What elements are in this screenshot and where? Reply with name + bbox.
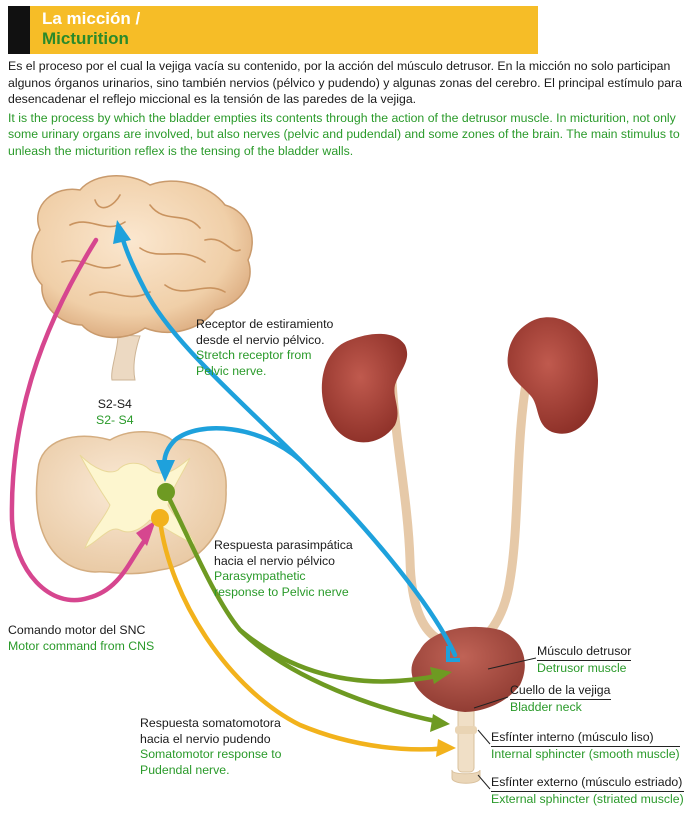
- somatomotor-pathway: [157, 517, 451, 752]
- leader-neck: [473, 696, 509, 709]
- stretch-pathway-to-brain: [119, 233, 303, 463]
- label-leader-lines: [473, 657, 537, 790]
- label-internal-es: Esfínter interno (músculo liso): [491, 730, 680, 747]
- label-detrusor: Músculo detrusor Detrusor muscle: [537, 644, 632, 676]
- label-external-sphincter: Esfínter externo (músculo estriado) Exte…: [491, 775, 684, 807]
- leader-detrusor: [487, 657, 537, 670]
- spinal-cord-section: [35, 431, 227, 575]
- cns-command-pathway: [9, 237, 148, 603]
- intro-english: It is the process by which the bladder e…: [8, 110, 680, 158]
- label-stretch-receptor: Receptor de estiramiento desde el nervio…: [196, 317, 333, 379]
- label-detrusor-es: Músculo detrusor: [537, 644, 632, 661]
- label-internal-en: Internal sphincter (smooth muscle): [491, 746, 680, 761]
- label-motor-command: Comando motor del SNC Motor command from…: [8, 623, 154, 654]
- stretch-arrowhead-cord: [156, 460, 175, 482]
- label-detrusor-en: Detrusor muscle: [537, 660, 627, 675]
- label-bladder-neck: Cuello de la vejiga Bladder neck: [510, 683, 611, 715]
- bladder-illustration: [411, 626, 525, 784]
- label-motor-en: Motor command from CNS: [8, 638, 155, 653]
- somatomotor-nucleus: [151, 509, 169, 527]
- label-somato-es-2: hacia el nervio pudendo: [140, 731, 271, 746]
- stretch-receptor-end: [446, 646, 460, 662]
- label-somatomotor: Respuesta somatomotora hacia el nervio p…: [140, 716, 282, 778]
- label-somato-en-2: Pudendal nerve.: [140, 762, 230, 777]
- brain-illustration: [31, 175, 253, 381]
- title-english: Micturition: [42, 29, 129, 48]
- label-parasympathetic: Respuesta parasimpática hacia el nervio …: [214, 538, 353, 600]
- label-stretch-es-1: Receptor de estiramiento: [196, 317, 334, 331]
- stretch-receptor-pathway: [162, 426, 458, 658]
- label-internal-sphincter: Esfínter interno (músculo liso) Internal…: [491, 730, 680, 762]
- label-segment-en: S2- S4: [96, 412, 134, 427]
- nerve-pathways: [9, 220, 460, 757]
- parasympathetic-arrowhead-sphincter: [430, 714, 450, 732]
- intro-text: Es el proceso por el cual la vejiga vací…: [8, 58, 694, 159]
- title-spanish: La micción /: [42, 9, 141, 28]
- label-parasym-es-1: Respuesta parasimpática: [214, 538, 353, 552]
- label-stretch-en-2: Pelvic nerve.: [196, 363, 267, 378]
- label-segment-es: S2-S4: [97, 397, 132, 411]
- label-parasym-es-2: hacia el nervio pélvico: [214, 553, 335, 568]
- parasympathetic-pathway-branch: [237, 627, 445, 684]
- label-segment: S2-S4 S2- S4: [96, 397, 134, 428]
- label-somato-es-1: Respuesta somatomotora: [140, 716, 281, 730]
- label-stretch-es-2: desde el nervio pélvico.: [196, 332, 325, 347]
- label-stretch-en-1: Stretch receptor from: [196, 348, 312, 362]
- intro-spanish: Es el proceso por el cual la vejiga vací…: [8, 59, 682, 106]
- cns-command-arrowhead: [136, 520, 156, 546]
- label-motor-es: Comando motor del SNC: [8, 623, 146, 637]
- leader-external: [477, 774, 491, 790]
- somatomotor-arrowhead: [436, 739, 456, 757]
- label-external-es: Esfínter externo (músculo estriado): [491, 775, 684, 792]
- label-parasym-en-2: response to Pelvic nerve: [214, 584, 349, 599]
- parasympathetic-arrowhead-bladder: [430, 667, 452, 684]
- kidneys-illustration: [321, 317, 598, 647]
- label-parasym-en-1: Parasympathetic: [214, 569, 306, 583]
- label-neck-en: Bladder neck: [510, 699, 582, 714]
- label-neck-es: Cuello de la vejiga: [510, 683, 611, 700]
- title-banner: La micción / Micturition: [8, 6, 538, 54]
- leader-internal: [477, 729, 491, 745]
- stretch-arrowhead-brain: [113, 220, 131, 244]
- label-external-en: External sphincter (striated muscle): [491, 791, 684, 806]
- label-somato-en-1: Somatomotor response to: [140, 747, 282, 761]
- parasympathetic-nucleus: [157, 483, 175, 501]
